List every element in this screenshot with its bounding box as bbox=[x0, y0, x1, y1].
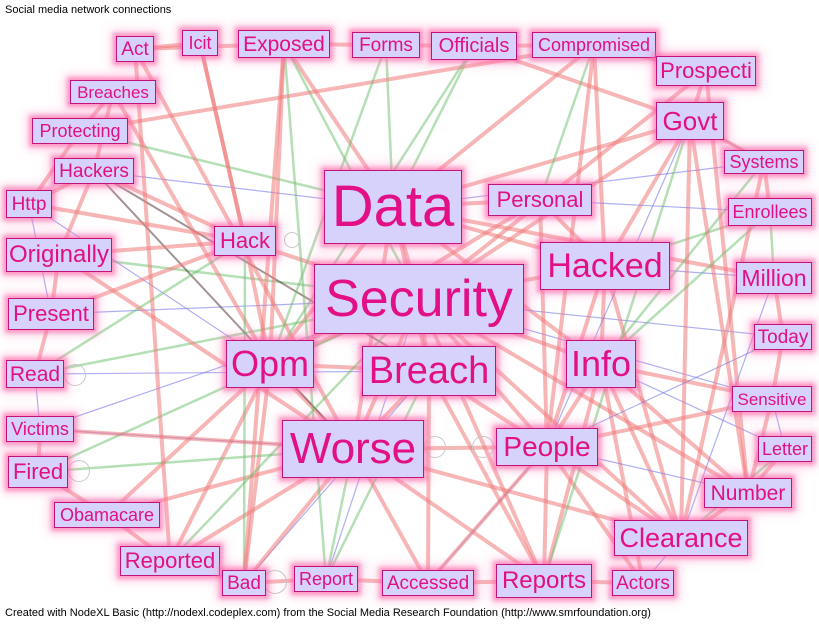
node-people[interactable]: People bbox=[496, 428, 598, 466]
edge-worse-hackers bbox=[93, 170, 354, 450]
node-info[interactable]: Info bbox=[566, 340, 636, 388]
node-forms[interactable]: Forms bbox=[352, 32, 420, 58]
node-hack[interactable]: Hack bbox=[214, 226, 276, 256]
vertex-ring bbox=[68, 460, 90, 482]
node-actors[interactable]: Actors bbox=[612, 570, 674, 596]
node-bad[interactable]: Bad bbox=[222, 570, 266, 596]
node-number[interactable]: Number bbox=[704, 478, 792, 508]
vertex-ring bbox=[64, 364, 86, 386]
edge-million-clearance bbox=[680, 277, 775, 539]
node-breach[interactable]: Breach bbox=[362, 346, 496, 396]
node-reports[interactable]: Reports bbox=[496, 564, 592, 598]
edge-govt-clearance bbox=[679, 120, 692, 539]
edge-hacked-compromised bbox=[592, 44, 607, 267]
edge-prospecti-number bbox=[704, 70, 750, 494]
edge-opm-reported bbox=[168, 363, 272, 562]
node-report[interactable]: Report bbox=[294, 566, 358, 592]
edge-people-reports bbox=[542, 446, 549, 582]
node-worse[interactable]: Worse bbox=[282, 420, 424, 478]
edge-breach-accessed bbox=[426, 370, 431, 584]
vertex-ring bbox=[284, 232, 300, 248]
edge-enrollees-info bbox=[600, 211, 771, 365]
node-victims[interactable]: Victims bbox=[6, 416, 74, 442]
page-footer: Created with NodeXL Basic (http://nodexl… bbox=[5, 607, 651, 619]
node-hackers[interactable]: Hackers bbox=[54, 158, 134, 184]
edge-exposed-bad bbox=[242, 43, 286, 584]
node-hacked[interactable]: Hacked bbox=[540, 242, 670, 290]
node-today[interactable]: Today bbox=[754, 324, 812, 350]
node-clearance[interactable]: Clearance bbox=[614, 520, 748, 556]
edge-people-actors bbox=[545, 445, 645, 585]
node-officials[interactable]: Officials bbox=[431, 32, 517, 60]
edge-govt-number bbox=[688, 120, 750, 494]
node-reported[interactable]: Reported bbox=[120, 546, 220, 576]
edge-info-reports bbox=[542, 363, 603, 582]
node-personal[interactable]: Personal bbox=[488, 184, 592, 216]
edge-act-reported bbox=[133, 48, 172, 562]
node-letter[interactable]: Letter bbox=[758, 436, 812, 462]
edge-breach-hackers bbox=[93, 170, 430, 372]
node-act[interactable]: Act bbox=[116, 36, 154, 62]
vertex-ring bbox=[263, 570, 287, 594]
edge-originally-worse bbox=[57, 253, 355, 451]
edge-compromised-personal bbox=[538, 44, 596, 201]
node-prospecti[interactable]: Prospecti bbox=[656, 56, 756, 86]
node-read[interactable]: Read bbox=[6, 360, 64, 388]
edge-hacked-govt bbox=[603, 119, 692, 268]
node-exposed[interactable]: Exposed bbox=[238, 30, 330, 58]
node-million[interactable]: Million bbox=[736, 262, 812, 294]
edge-info-systems bbox=[600, 161, 765, 365]
node-accessed[interactable]: Accessed bbox=[382, 570, 474, 596]
node-systems[interactable]: Systems bbox=[724, 150, 804, 174]
node-originally[interactable]: Originally bbox=[6, 238, 112, 272]
node-compromised[interactable]: Compromised bbox=[532, 32, 656, 58]
page-title: Social media network connections bbox=[5, 4, 172, 16]
node-enrollees[interactable]: Enrollees bbox=[728, 198, 812, 226]
vertex-ring bbox=[472, 436, 494, 458]
edge-hack-http bbox=[28, 202, 246, 243]
edge-personal-people bbox=[538, 199, 549, 448]
edge-accessed-people bbox=[426, 445, 549, 585]
node-opm[interactable]: Opm bbox=[226, 340, 314, 388]
vertex-ring bbox=[424, 436, 446, 458]
node-breaches[interactable]: Breaches bbox=[70, 80, 156, 104]
edge-hack-bad bbox=[242, 240, 247, 584]
node-fired[interactable]: Fired bbox=[8, 456, 68, 488]
node-http[interactable]: Http bbox=[6, 190, 52, 218]
edge-info-clearance bbox=[599, 363, 683, 539]
node-sensitive[interactable]: Sensitive bbox=[732, 386, 812, 412]
node-present[interactable]: Present bbox=[8, 298, 94, 330]
edge-icit-hack bbox=[198, 42, 247, 242]
node-icit[interactable]: Icit bbox=[182, 30, 218, 56]
node-protecting[interactable]: Protecting bbox=[32, 118, 128, 144]
node-data[interactable]: Data bbox=[324, 170, 462, 244]
node-govt[interactable]: Govt bbox=[656, 102, 724, 140]
node-security[interactable]: Security bbox=[314, 264, 524, 334]
node-obamacare[interactable]: Obamacare bbox=[54, 502, 160, 528]
edge-breach-reports bbox=[427, 370, 546, 582]
